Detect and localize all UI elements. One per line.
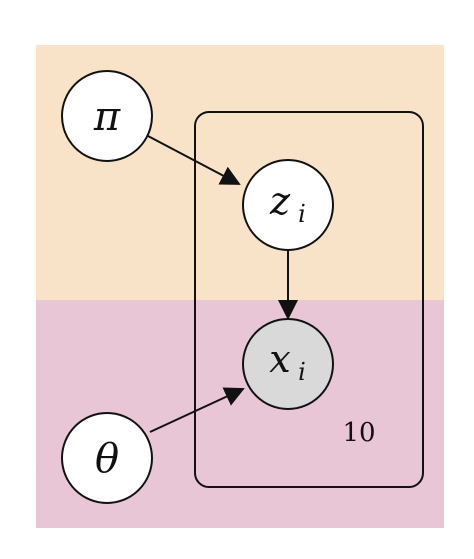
node-theta: θ (61, 412, 153, 504)
node-z-circle (242, 159, 334, 251)
node-x-main: x (269, 337, 290, 381)
edge-pi-to-z (147, 135, 241, 185)
node-theta-circle (61, 412, 153, 504)
node-pi-circle (61, 70, 153, 162)
node-z: z i (242, 159, 334, 251)
plate (194, 111, 424, 488)
node-x: x i (242, 318, 334, 410)
node-x-label: x (269, 337, 290, 381)
edge-theta-to-x (149, 387, 245, 433)
node-x-circle (242, 318, 334, 410)
node-pi: π (61, 70, 153, 162)
node-z-main: z (269, 179, 291, 223)
plate-label: 10 (342, 418, 375, 448)
node-z-subscript: i (298, 200, 306, 228)
node-pi-label: π (93, 94, 121, 140)
node-z-label: z (269, 179, 291, 223)
node-theta-label: θ (95, 436, 119, 482)
node-x-subscript: i (298, 358, 306, 386)
